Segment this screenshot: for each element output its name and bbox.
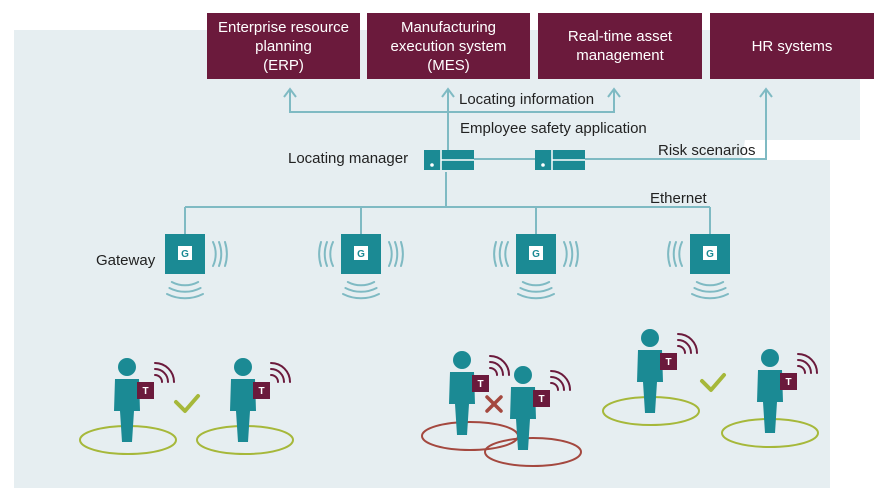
check-icon [174,394,200,413]
ram-arrow [607,87,621,98]
tag-icon [533,390,550,407]
cross-icon [485,395,503,413]
gateway-badge: G [532,249,540,260]
gateway-label: Gateway [96,252,156,269]
gateway-device: G [493,234,579,300]
gateway-badge: G [357,249,365,260]
workers: T T T T T T [114,329,818,450]
tag-icon [253,382,270,399]
worker-figure: T [757,349,818,433]
gateway-drops [184,207,711,234]
worker-figure: T [449,351,510,435]
network-lines [184,87,773,234]
signal-waves-icon [166,241,228,300]
locating-manager-server [424,150,474,170]
tag-badge: T [477,379,483,390]
tag-badge: T [142,386,148,397]
worker-figure: T [114,358,175,442]
signal-waves-icon [493,241,579,300]
check-icon [700,373,726,392]
signal-waves-icon [318,241,404,300]
bus-locating-information [289,89,615,113]
mes-arrow [441,87,455,98]
hr-link [585,89,767,160]
gateway-badge: G [706,249,714,260]
tag-signal-icon [154,362,175,383]
ethernet-label: Ethernet [650,190,707,207]
gateway-badge: G [181,249,189,260]
tag-signal-icon [797,353,818,374]
tag-signal-icon [550,370,571,391]
tag-icon [472,375,489,392]
tag-badge: T [665,357,671,368]
worker-figure: T [637,329,698,413]
worker-figure: T [510,366,571,450]
erp-arrow [283,87,297,98]
locating-manager-label: Locating manager [288,150,409,167]
erp-system-box: Enterprise resource planning (ERP) [207,13,360,79]
gateway-device: G [318,234,404,300]
tag-icon [137,382,154,399]
hr-arrow [759,87,773,98]
signal-waves-icon [667,241,729,300]
tag-signal-icon [270,362,291,383]
mes-system-box: Manufacturing execution system (MES) [367,13,530,79]
tag-icon [660,353,677,370]
locating-information-label: Locating information [459,91,595,108]
tag-signal-icon [489,355,510,376]
gateway-device: G [667,234,730,300]
tag-badge: T [538,394,544,405]
conflict-zone-ring [484,437,582,467]
hr-system-box: HR systems [710,13,874,79]
tag-badge: T [258,386,264,397]
tag-icon [780,373,797,390]
gateway-device: G [165,234,228,300]
safety-application-server [535,150,585,170]
risk-scenarios-label: Risk scenarios [658,142,756,159]
asset-management-system-box: Real-time asset management [538,13,702,79]
tag-badge: T [785,377,791,388]
tag-signal-icon [677,333,698,354]
worker-figure: T [230,358,291,442]
employee-safety-application-label: Employee safety application [460,120,647,137]
